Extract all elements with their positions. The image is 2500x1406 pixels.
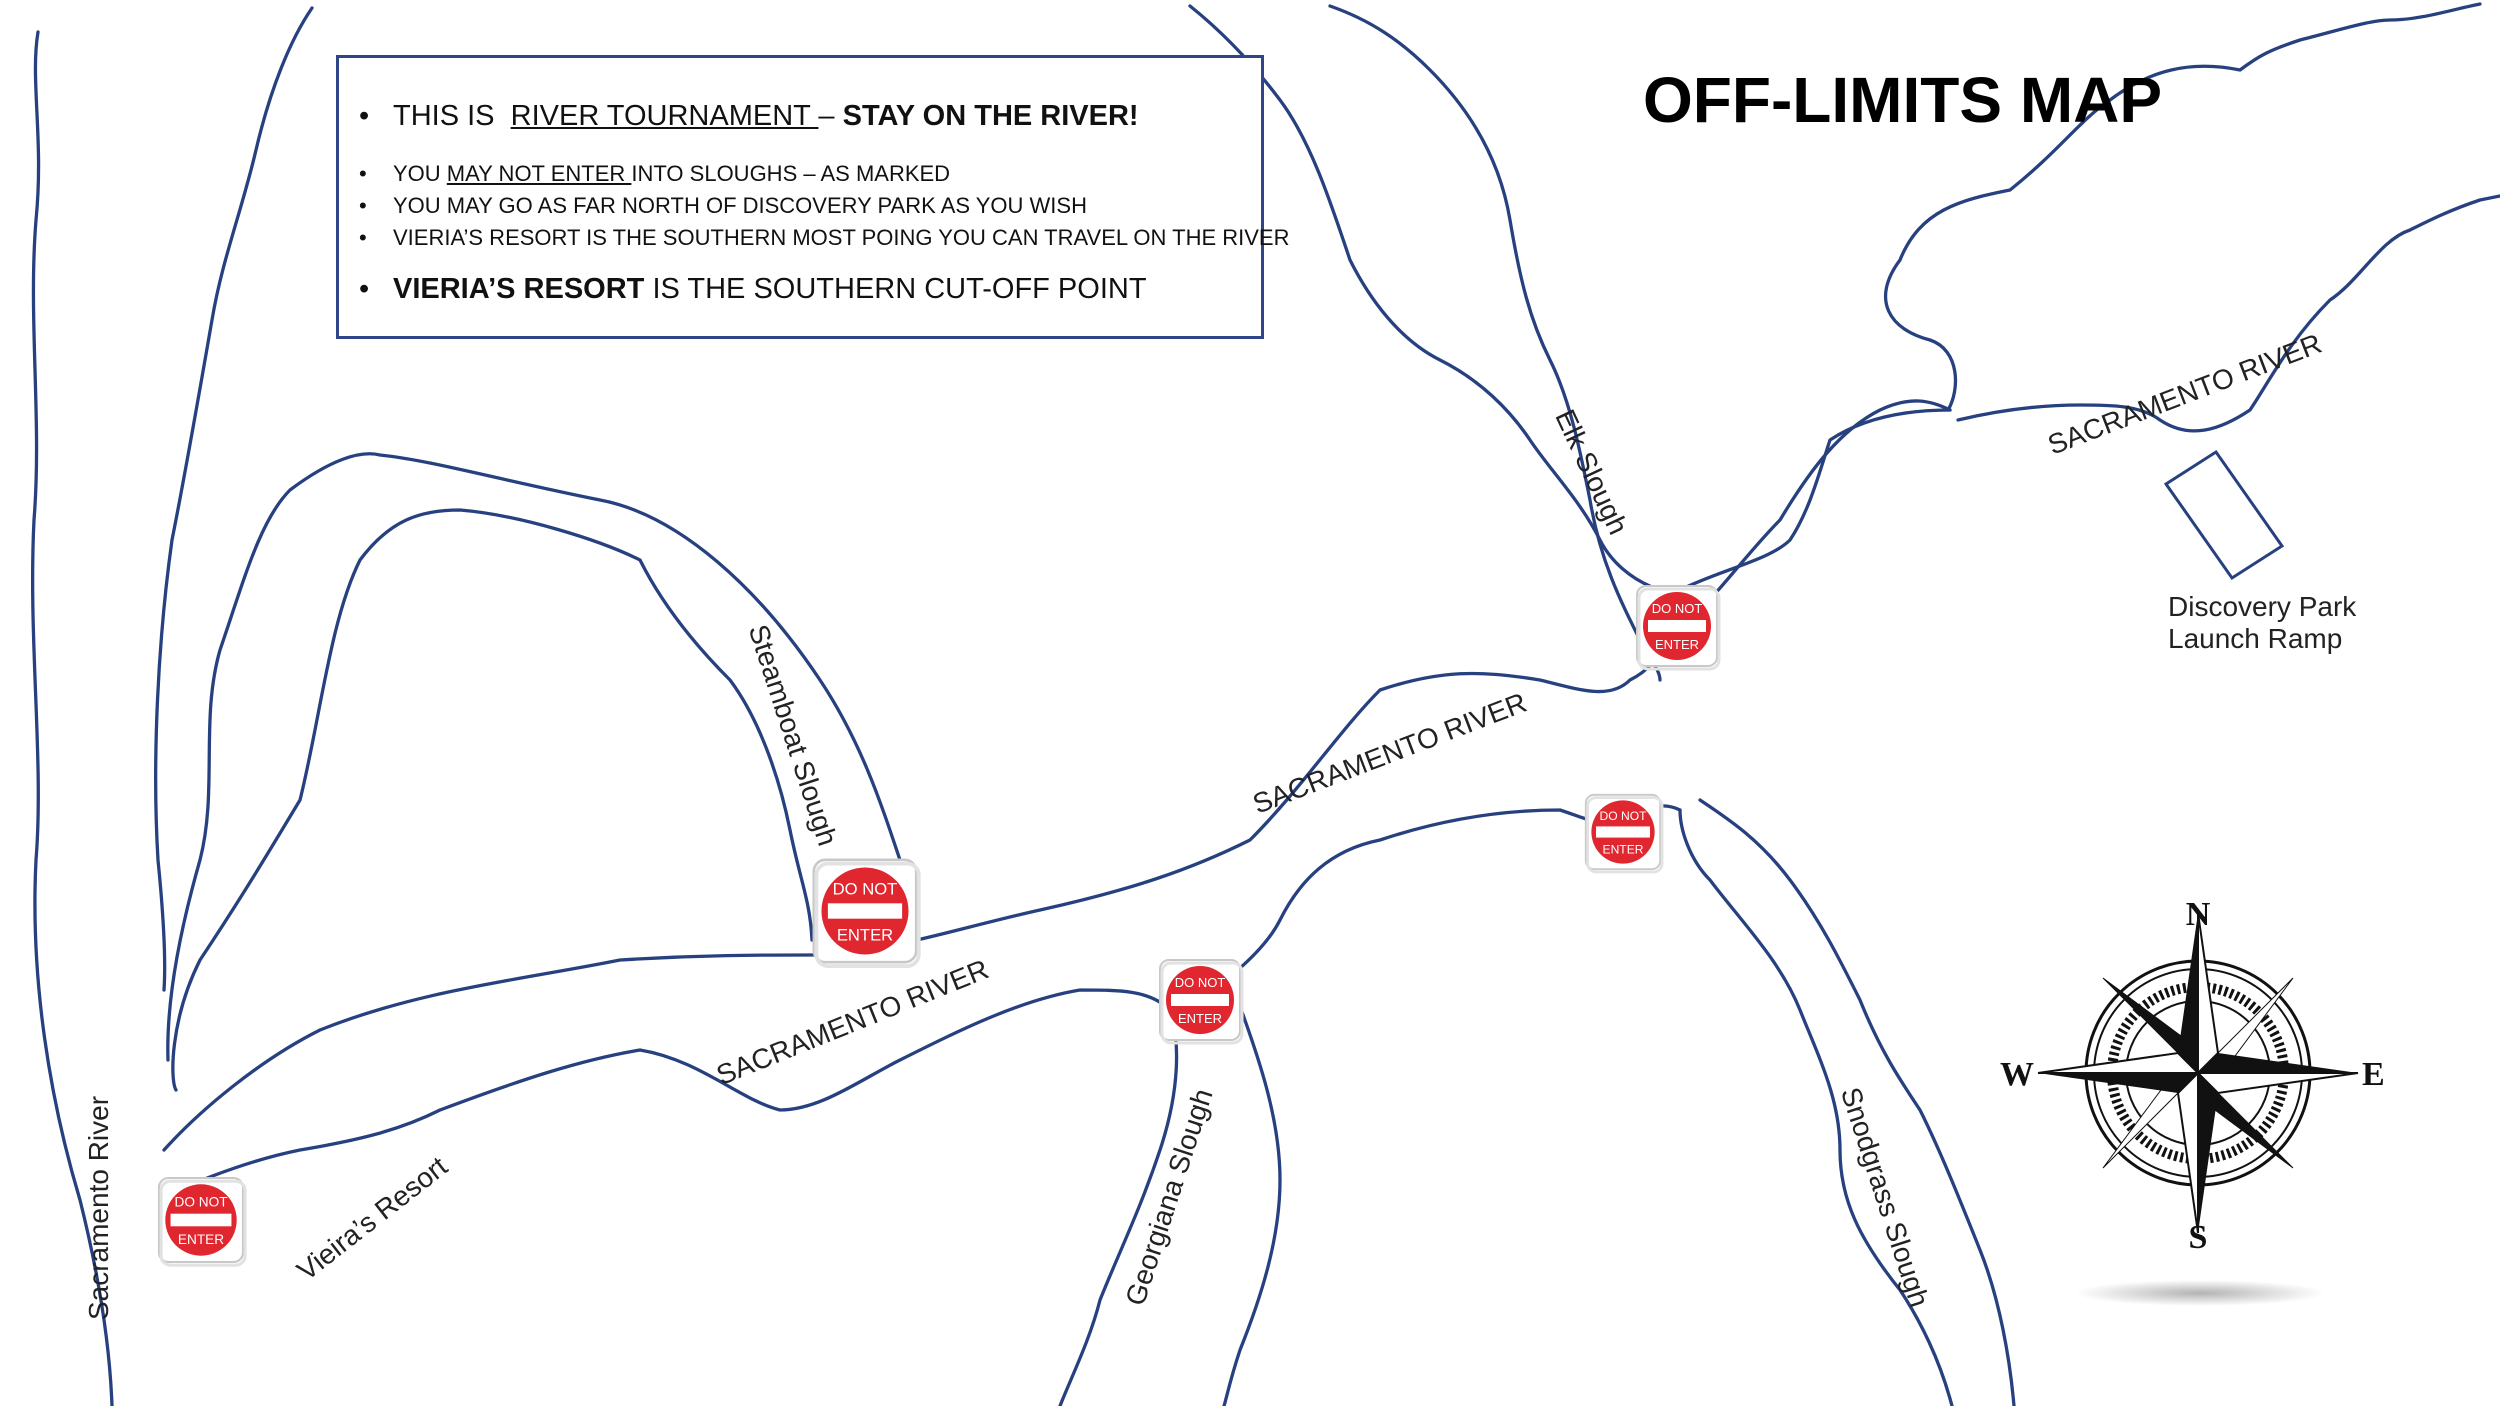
river-banks [30,2,2500,1406]
svg-text:DO NOT: DO NOT [1600,809,1648,823]
rule-1-prefix: THIS IS [393,100,511,132]
label-launch-ramp: Launch Ramp [2168,623,2342,654]
left-river-west-bank [30,30,114,1406]
upper-right-branch [1678,408,1952,592]
steamboat-inner-bank [171,508,814,1092]
label-discovery-park: Discovery Park [2168,591,2357,622]
elk-slough-east-bank [1188,4,1662,592]
snodgrass-east-bank [1698,798,2016,1406]
label-sacramento-river-left: Sacramento River [83,1096,114,1320]
svg-text:DO NOT: DO NOT [1652,601,1703,616]
rule-5-suffix: IS THE SOUTHERN CUT-OFF POINT [644,273,1147,305]
sacramento-upper-north-bank [1883,2,2482,412]
svg-text:ENTER: ENTER [1178,1011,1222,1026]
steamboat-outer-bank [166,452,920,1062]
do-not-enter-sign: DO NOT ENTER [157,1176,247,1267]
svg-text:ENTER: ENTER [178,1232,224,1247]
svg-text:DO NOT: DO NOT [833,879,898,898]
label-sacramento-river-mid: SACRAMENTO RIVER [1248,687,1530,820]
label-vieiras-resort: Vieira’s Resort [291,1150,453,1286]
do-not-enter-sign: DO NOT ENTER [1584,793,1664,874]
label-sacramento-river-lower: SACRAMENTO RIVER [712,953,993,1091]
compass-shadow [2075,1280,2325,1306]
compass-north-label: N [2186,896,2211,933]
rule-river-tournament: THIS IS RIVER TOURNAMENT – STAY ON THE R… [359,100,1139,133]
elk-slough-west-bank [1328,4,1662,682]
launch-ramp-rect [2163,449,2285,581]
rule-sloughs: YOU MAY NOT ENTER INTO SLOUGHS – AS MARK… [359,161,950,187]
upper-right-river-south-bank [1956,194,2500,433]
compass-east-label: E [2362,1056,2385,1093]
rule-5-bold: VIERIA’S RESORT [393,273,645,305]
georgiana-east-lower-bank [1222,988,1282,1406]
do-not-enter-sign: DO NOT ENTER [1158,958,1244,1045]
rule-2-prefix: YOU [393,161,447,186]
compass-west-label: W [2000,1056,2034,1093]
svg-text:ENTER: ENTER [837,925,893,944]
rule-4-text: VIERIA’S RESORT IS THE SOUTHERN MOST POI… [393,225,1290,250]
left-river-east-bank-upper [154,6,314,992]
compass-rose: N S E W [2000,896,2385,1306]
rule-3-text: YOU MAY GO AS FAR NORTH OF DISCOVERY PAR… [393,193,1087,218]
label-snodgrass-slough: Snodgrass Slough [1835,1083,1935,1310]
rule-1-underlined: RIVER TOURNAMENT [510,100,819,132]
label-sacramento-river-upper: SACRAMENTO RIVER [2043,328,2325,461]
rule-north: YOU MAY GO AS FAR NORTH OF DISCOVERY PAR… [359,193,1087,219]
sacramento-lower-south-bank [162,988,1179,1406]
label-steamboat-slough: Steamboat Slough [743,621,844,850]
svg-text:DO NOT: DO NOT [174,1194,228,1209]
compass-south-label: S [2189,1219,2208,1256]
do-not-enter-sign: DO NOT ENTER [1635,584,1721,671]
page-title: OFF-LIMITS MAP [1643,64,2162,136]
rule-south: VIERIA’S RESORT IS THE SOUTHERN MOST POI… [359,225,1289,251]
label-elk-slough: Elk Slough [1549,405,1634,539]
svg-text:ENTER: ENTER [1603,842,1644,856]
snodgrass-west-bank [1678,808,1954,1406]
rule-2-suffix: INTO SLOUGHS – AS MARKED [631,161,951,186]
rule-2-underlined: MAY NOT ENTER [446,161,632,186]
svg-text:ENTER: ENTER [1655,637,1699,652]
rule-1-bold: STAY ON THE RIVER! [842,100,1139,132]
tournament-rules-box: THIS IS RIVER TOURNAMENT – STAY ON THE R… [336,55,1289,339]
rule-cutoff: VIERIA’S RESORT IS THE SOUTHERN CUT-OFF … [359,273,1147,306]
svg-text:DO NOT: DO NOT [1175,975,1226,990]
sacramento-lower-north-bank [162,399,1952,1152]
do-not-enter-sign: DO NOT ENTER [811,857,921,968]
rule-1-dash: – [818,100,843,132]
